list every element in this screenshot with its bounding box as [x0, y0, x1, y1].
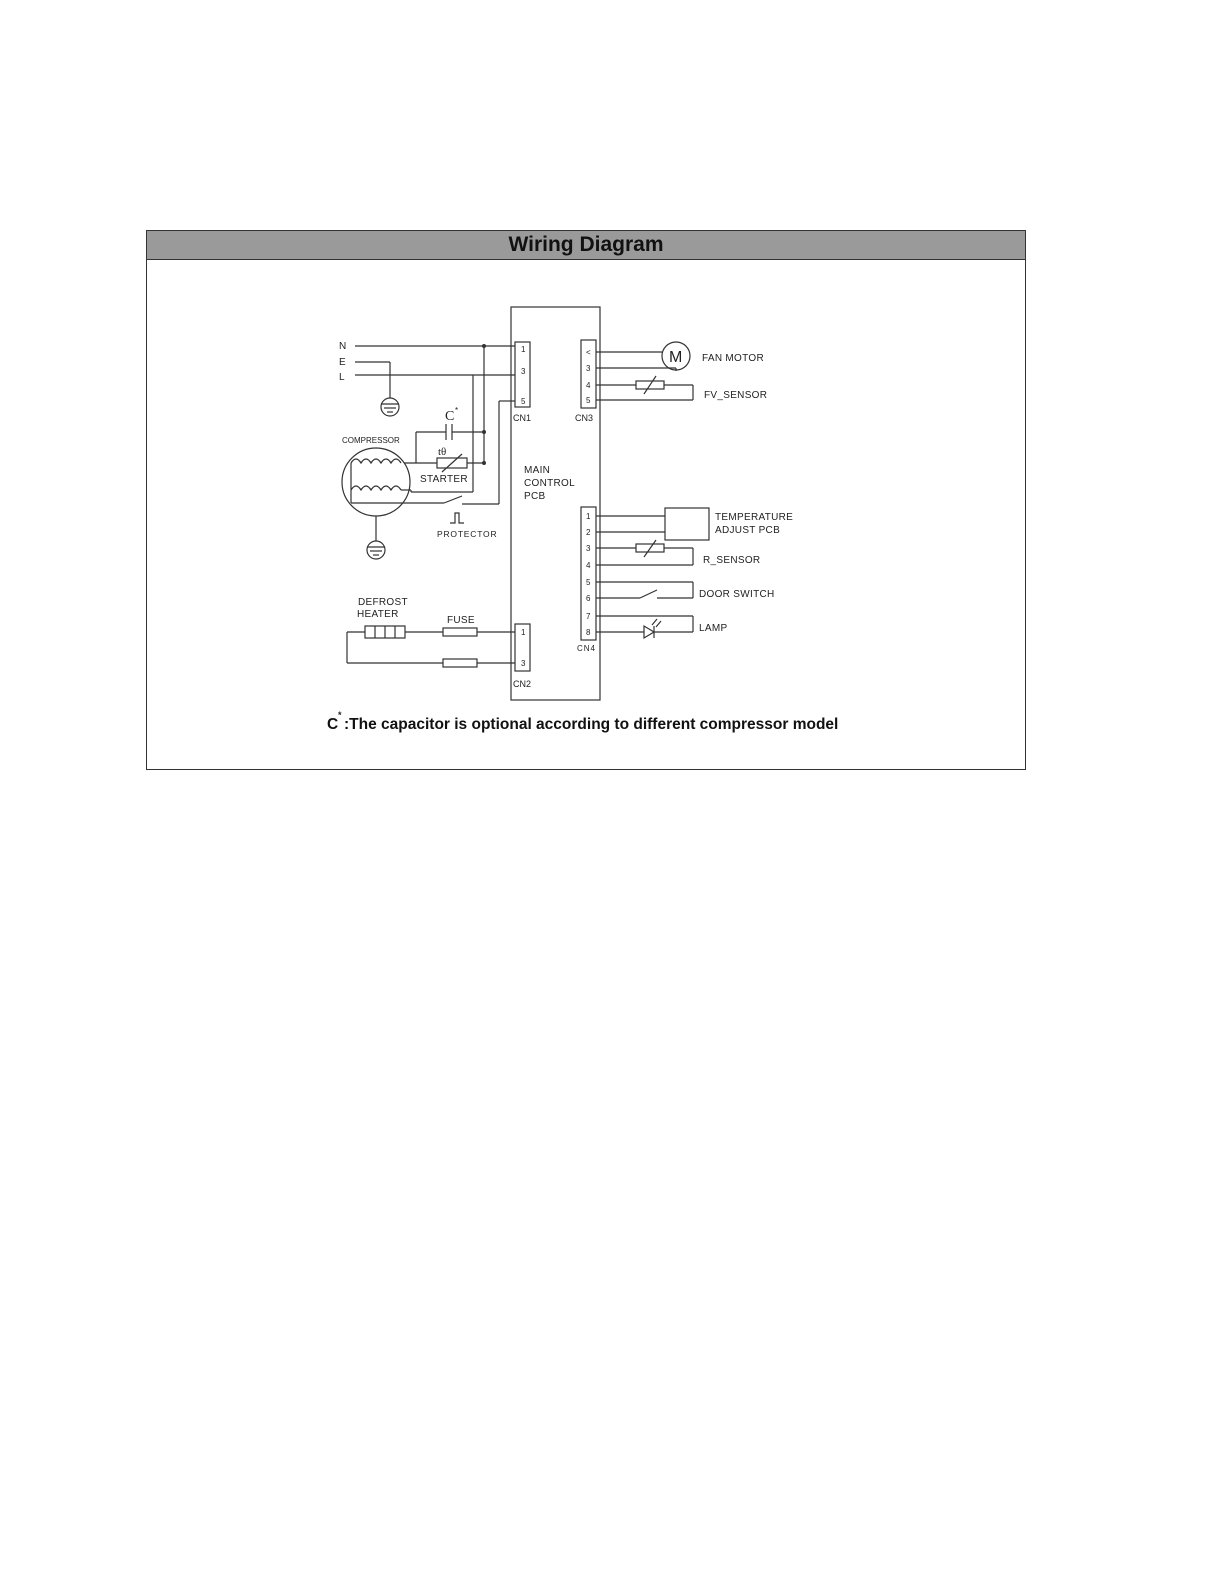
- door-switch-contact: [640, 590, 657, 598]
- cn3-pin: 4: [586, 381, 591, 390]
- label-e: E: [339, 357, 346, 368]
- label-l: L: [339, 372, 345, 383]
- fuse-2: [443, 659, 477, 667]
- cn1-pin: 3: [521, 367, 526, 376]
- pcb-label-line3: PCB: [524, 491, 545, 502]
- temperature-adjust-pcb-box: [665, 508, 709, 540]
- label-n: N: [339, 341, 347, 352]
- cn3-pin: <: [586, 348, 591, 357]
- cn4-pin: 6: [586, 594, 591, 603]
- fan-motor-symbol-letter: M: [669, 349, 682, 366]
- cn3-label: CN3: [575, 413, 593, 423]
- pcb-label-line1: MAIN: [524, 465, 550, 476]
- label-fan-motor: FAN MOTOR: [702, 353, 764, 364]
- cn4-label: CN4: [577, 644, 596, 653]
- label-fv-sensor: FV_SENSOR: [704, 390, 767, 401]
- cn4-pin: 5: [586, 578, 591, 587]
- cn1-label: CN1: [513, 413, 531, 423]
- label-lamp: LAMP: [699, 623, 727, 634]
- ground-symbol-compressor: [367, 541, 385, 559]
- label-starter: STARTER: [420, 474, 468, 485]
- label-capacitor-mark: *: [455, 406, 458, 415]
- label-capacitor: C: [445, 409, 454, 424]
- cn4-pin: 3: [586, 544, 591, 553]
- label-defrost-1: DEFROST: [358, 597, 408, 608]
- cn3-pin: 3: [586, 364, 591, 373]
- pcb-label-line2: CONTROL: [524, 478, 575, 489]
- cn2-label: CN2: [513, 679, 531, 689]
- protector-switch: [444, 496, 462, 503]
- cn4-pin: 1: [586, 512, 591, 521]
- label-defrost-2: HEATER: [357, 609, 399, 620]
- cn2-pin: 3: [521, 659, 526, 668]
- label-ptc-mark: tθ: [438, 446, 446, 458]
- label-compressor: COMPRESSOR: [342, 436, 400, 445]
- label-protector: PROTECTOR: [437, 529, 497, 539]
- cn4-pin: 7: [586, 612, 591, 621]
- cn3-pin: 5: [586, 396, 591, 405]
- label-temperature-adjust-1: TEMPERATURE: [715, 512, 793, 523]
- ground-symbol-supply: [381, 398, 399, 416]
- footnote-star: *: [338, 710, 342, 720]
- cn1-pin: 5: [521, 397, 526, 406]
- label-r-sensor: R_SENSOR: [703, 555, 760, 566]
- cn4-pin: 4: [586, 561, 591, 570]
- fuse-1: [443, 628, 477, 636]
- cn2-pin: 1: [521, 628, 526, 637]
- lamp-symbol: [644, 626, 654, 638]
- cn1-pin: 1: [521, 345, 526, 354]
- label-door-switch: DOOR SWITCH: [699, 589, 775, 600]
- label-fuse: FUSE: [447, 615, 475, 626]
- label-temperature-adjust-2: ADJUST PCB: [715, 525, 780, 536]
- footnote-text: :The capacitor is optional according to …: [344, 716, 838, 733]
- footnote-mark: C: [327, 716, 338, 733]
- compressor-symbol: [342, 448, 410, 516]
- cn4-pin: 2: [586, 528, 591, 537]
- cn4-pin: 8: [586, 628, 591, 637]
